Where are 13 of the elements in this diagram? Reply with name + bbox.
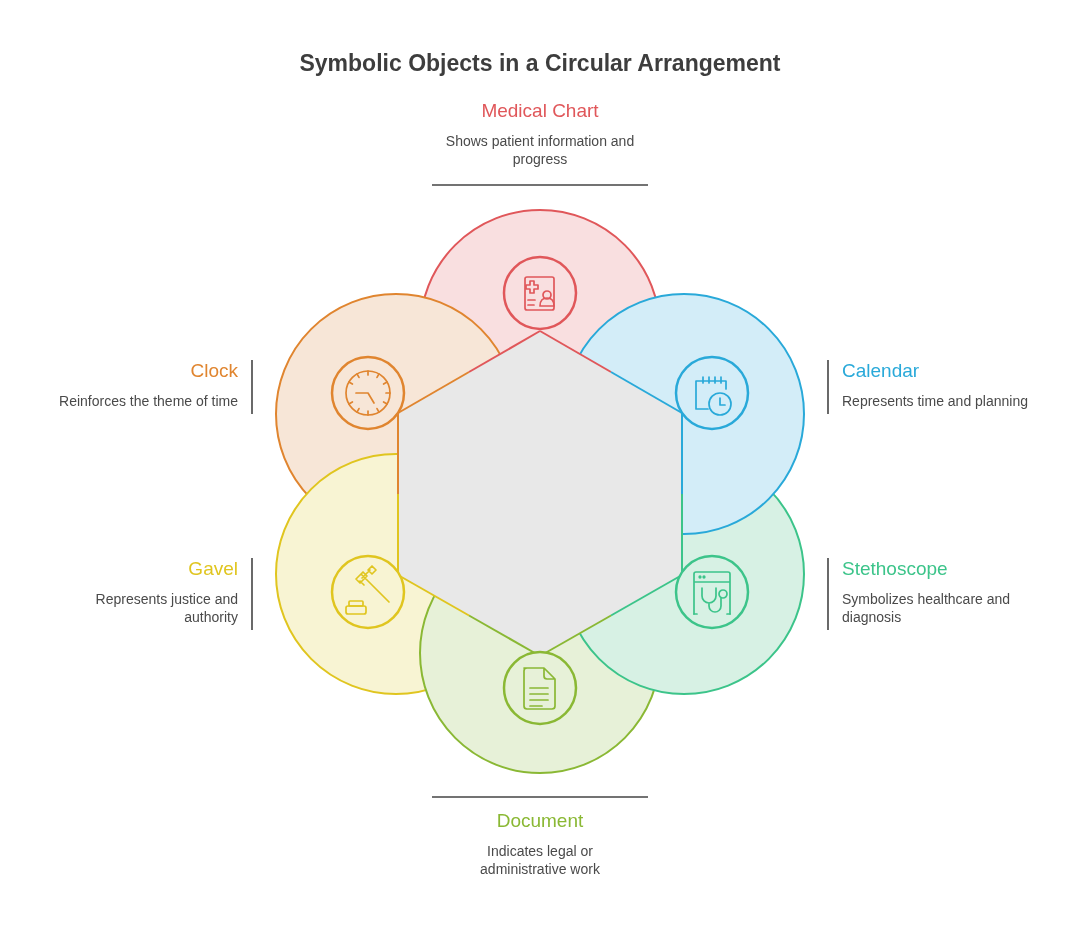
- item-description: Reinforces the theme of time: [58, 392, 238, 410]
- item-description: Shows patient information and progress: [444, 132, 636, 168]
- item-heading: Document: [495, 810, 585, 832]
- item-description: Represents justice and authority: [94, 590, 238, 626]
- item-heading: Clock: [189, 360, 238, 382]
- item-heading: Calendar: [842, 360, 921, 382]
- item-description: Symbolizes healthcare and diagnosis: [842, 590, 1012, 626]
- item-heading: Gavel: [187, 558, 238, 580]
- item-description: Represents time and planning: [842, 392, 1029, 410]
- item-heading: Medical Chart: [480, 100, 600, 122]
- diagram-title: Symbolic Objects in a Circular Arrangement: [298, 50, 782, 77]
- item-heading: Stethoscope: [842, 558, 949, 580]
- item-description: Indicates legal or administrative work: [479, 842, 601, 878]
